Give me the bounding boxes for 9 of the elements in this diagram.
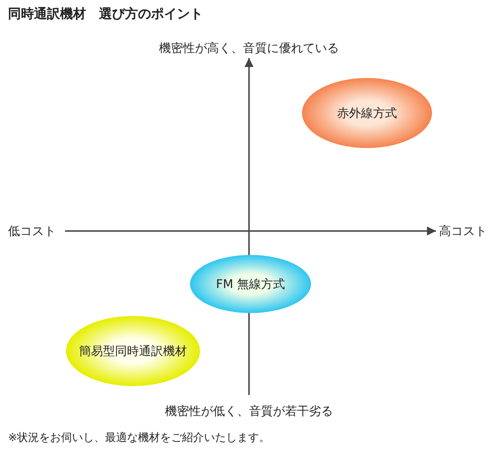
- footnote: ※状況をお伺いし、最適な機材をご紹介いたします。: [8, 431, 270, 444]
- axis-label: 機密性が高く、音質に優れている: [159, 40, 339, 56]
- ellipse-node: FM 無線方式: [190, 255, 311, 313]
- axis-label: 低コスト: [8, 224, 56, 238]
- ellipse-node: 簡易型同時通訳機材: [66, 316, 200, 386]
- title: 同時通訳機材 選び方のポイント: [8, 7, 203, 23]
- axis-label: 高コスト: [439, 224, 487, 238]
- axis-label: 機密性が低く、音質が若干劣る: [165, 404, 333, 418]
- ellipse-node: 赤外線方式: [302, 78, 432, 148]
